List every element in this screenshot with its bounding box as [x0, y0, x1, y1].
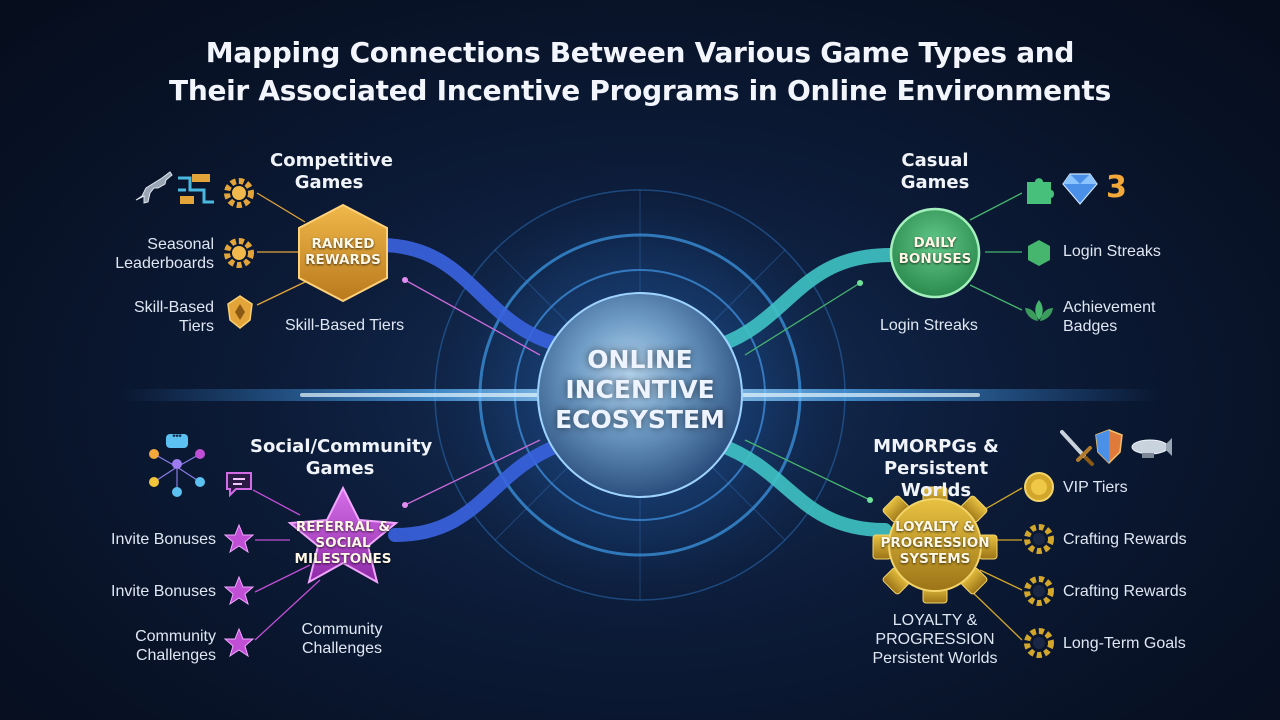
- star-icon: [223, 575, 255, 606]
- gear-icon: [1024, 628, 1054, 658]
- link-casual-hub: [744, 282, 861, 356]
- social-heading: Social/Community Games: [250, 436, 433, 479]
- link-comp-icon: [256, 192, 306, 223]
- link-mmo-goals: [964, 584, 1023, 641]
- link-dot: [857, 280, 863, 286]
- daily-bonuses-node: [889, 207, 981, 299]
- controller-cable-icon: [178, 174, 214, 204]
- airship-icon: [1131, 438, 1172, 458]
- link-comp-tiers: [256, 281, 306, 306]
- skill-based-tiers-label: Skill-Based Tiers: [133, 299, 214, 335]
- tube-casual: [713, 248, 897, 352]
- link-casual-badges: [969, 284, 1023, 311]
- referral-milestones-label: REFERRAL & SOCIAL MILESTONES: [294, 519, 392, 567]
- loyalty-node: [872, 486, 998, 604]
- link-comp-hub: [404, 279, 541, 356]
- gear-icon: [224, 178, 254, 208]
- star-icon: [223, 627, 255, 658]
- community-network-icon: [149, 434, 205, 497]
- daily-bonuses-label: DAILY BONUSES: [898, 235, 972, 267]
- hub-sphere: [537, 292, 743, 498]
- vip-tiers-label: VIP Tiers: [1063, 479, 1128, 496]
- sword-icon: [1060, 430, 1094, 466]
- star-icon: [223, 523, 255, 554]
- community-challenges-inner-label: Community Challenges: [301, 621, 383, 657]
- login-streaks-label: Login Streaks: [1063, 243, 1161, 260]
- hub-label: ONLINE INCENTIVE ECOSYSTEM: [555, 345, 725, 434]
- number-badge-icon: 3: [1106, 170, 1127, 205]
- gear-icon: [1024, 524, 1054, 554]
- link-social-community: [254, 579, 321, 641]
- competitive-heading: Competitive Games: [270, 150, 393, 193]
- lotus-badge-icon: [1025, 300, 1053, 321]
- title-line-2: Their Associated Incentive Programs in O…: [169, 74, 1111, 107]
- link-dot: [867, 497, 873, 503]
- invite-bonuses-label-2: Invite Bonuses: [111, 583, 216, 600]
- title-line-1: Mapping Connections Between Various Game…: [205, 36, 1075, 69]
- shield-icon: [1095, 429, 1123, 465]
- streak-icon: [1028, 240, 1050, 266]
- loyalty-progression-label: LOYALTY & PROGRESSION SYSTEMS: [880, 519, 990, 567]
- rifle-icon: [135, 171, 173, 204]
- gear-icon: [1024, 576, 1054, 606]
- tube-competitive: [373, 238, 567, 352]
- invite-bonuses-label-1: Invite Bonuses: [111, 531, 216, 548]
- chat-dots-text: ***: [172, 433, 182, 442]
- link-social-invite2: [254, 564, 311, 593]
- tube-social: [388, 438, 567, 542]
- login-streaks-inner-label: Login Streaks: [880, 317, 978, 334]
- community-challenges-label: Community Challenges: [135, 628, 216, 664]
- link-social-chat: [252, 489, 301, 516]
- diamond-icon: [1062, 173, 1098, 205]
- link-mmo-craft2: [979, 569, 1023, 591]
- shield-badge-icon: [227, 295, 253, 329]
- link-casual-icon: [969, 192, 1023, 221]
- long-term-goals-label: Long-Term Goals: [1063, 635, 1186, 652]
- link-dot: [402, 277, 408, 283]
- tube-mmo: [713, 438, 892, 537]
- puzzle-icon: [1027, 178, 1054, 204]
- mmo-inner-label: LOYALTY & PROGRESSION Persistent Worlds: [872, 612, 998, 667]
- link-dot: [402, 502, 408, 508]
- mmo-heading: MMORPGs & Persistent Worlds: [873, 436, 999, 501]
- chat-bubble-icon: [226, 472, 252, 498]
- seasonal-leaderboards-label: Seasonal Leaderboards: [115, 236, 214, 272]
- casual-heading: Casual Games: [900, 150, 970, 193]
- ranked-rewards-label: RANKED REWARDS: [305, 236, 381, 268]
- skill-based-tiers-inner-label: Skill-Based Tiers: [285, 317, 405, 334]
- crafting-rewards-label-2: Crafting Rewards: [1063, 583, 1187, 600]
- referral-node: [287, 485, 399, 585]
- crafting-rewards-label-1: Crafting Rewards: [1063, 531, 1187, 548]
- link-social-hub: [404, 439, 541, 506]
- vip-coin-icon: [1024, 472, 1054, 502]
- ranked-rewards-node: [298, 203, 388, 303]
- link-mmo-hub: [744, 439, 871, 501]
- achievement-badges-label: Achievement Badges: [1063, 299, 1156, 335]
- gear-icon: [224, 238, 254, 268]
